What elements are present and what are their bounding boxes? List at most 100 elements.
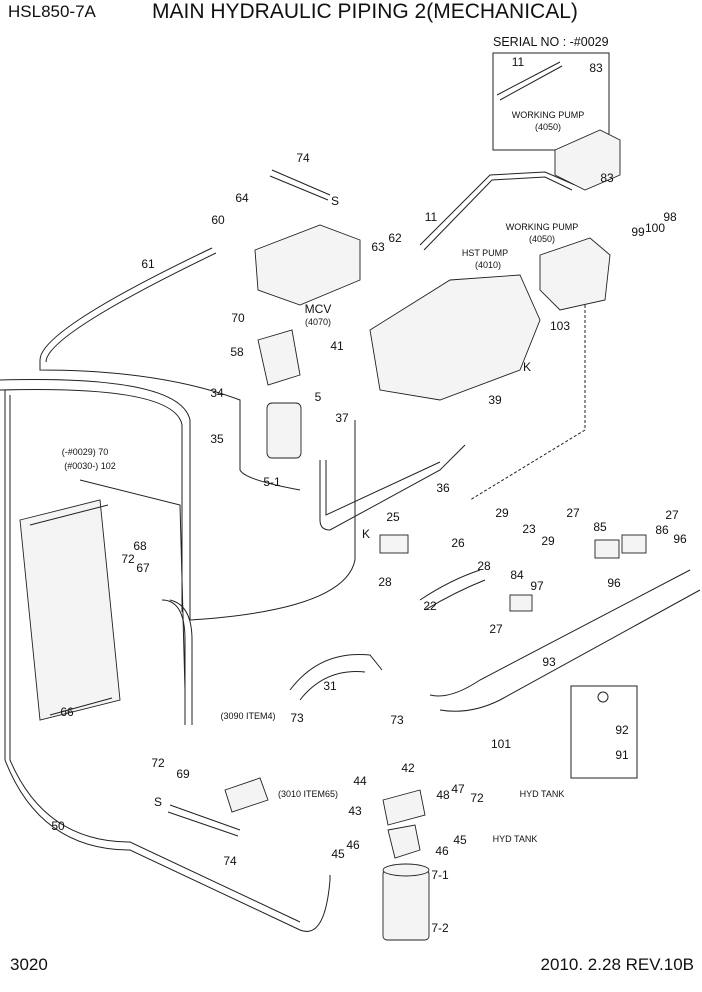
callout-label: 39 <box>488 393 502 407</box>
callout-label: 100 <box>645 221 665 235</box>
callout-label: 28 <box>477 559 491 573</box>
callout-label: 74 <box>296 151 310 165</box>
callout-label: 27 <box>665 508 679 522</box>
callout-label: S <box>331 194 339 208</box>
callout-label: 93 <box>542 655 556 669</box>
callout-label: 35 <box>210 432 224 446</box>
callout-label: MCV <box>305 302 332 316</box>
callout-label: 101 <box>491 737 511 751</box>
callout-label: 11 <box>512 55 525 69</box>
working-pump <box>539 237 611 311</box>
callout-label: 74 <box>223 854 237 868</box>
callout-label: 85 <box>593 520 607 534</box>
callout-label: 22 <box>423 599 437 613</box>
callout-label: 73 <box>290 711 304 725</box>
hose-61 <box>39 247 301 491</box>
hose-74-top <box>269 169 331 201</box>
callout-label: 96 <box>607 576 621 590</box>
callout-label: 84 <box>510 568 524 582</box>
callout-label: (4050) <box>535 122 561 132</box>
callout-label: 72 <box>470 791 484 805</box>
callout-label: 47 <box>451 782 465 796</box>
callout-label: HST PUMP <box>462 248 508 258</box>
callout-label: 45 <box>331 847 345 861</box>
callout-label: 92 <box>615 723 629 737</box>
valve-3010 <box>224 777 269 813</box>
callout-label: (3090 ITEM4) <box>220 711 275 721</box>
callout-label: 83 <box>589 61 603 75</box>
hose-74-bottom <box>167 804 241 837</box>
callout-label: 11 <box>425 210 438 224</box>
revision-date: 2010. 2.28 REV.10B <box>540 955 694 974</box>
callout-label: 97 <box>530 579 544 593</box>
detail-inset-box <box>570 685 638 779</box>
callout-label: 42 <box>401 761 415 775</box>
callout-label: 96 <box>673 532 687 546</box>
model-number: HSL850-7A <box>8 2 96 21</box>
callout-label: WORKING PUMP <box>506 222 579 232</box>
bracket-43 <box>382 789 426 826</box>
callout-label: 62 <box>388 231 402 245</box>
page-title: MAIN HYDRAULIC PIPING 2(MECHANICAL) <box>152 0 578 23</box>
serial-inset-box <box>492 52 610 151</box>
callout-label: 27 <box>566 506 580 520</box>
callout-label: 69 <box>176 767 190 781</box>
callout-label: HYD TANK <box>493 834 538 844</box>
callout-label: 64 <box>235 191 249 205</box>
filter-5 <box>266 402 302 459</box>
callout-label: K <box>362 527 370 541</box>
callout-label: HYD TANK <box>520 789 565 799</box>
callout-label: 48 <box>436 788 450 802</box>
callout-label: 61 <box>141 257 155 271</box>
callout-label: (4010) <box>475 260 501 270</box>
callout-label: 99 <box>631 225 645 239</box>
callout-label: (3010 ITEM65) <box>278 789 338 799</box>
callout-label: 72 <box>151 756 165 770</box>
oil-cooler <box>19 499 121 721</box>
callout-label: 41 <box>330 339 344 353</box>
flange-85 <box>594 539 620 559</box>
callout-label: 98 <box>663 210 677 224</box>
filter-7-2 <box>382 869 430 941</box>
callout-label: 25 <box>386 510 400 524</box>
callout-label: 68 <box>133 539 147 553</box>
serial-note: SERIAL NO : -#0029 <box>493 35 609 49</box>
callout-label: 7-2 <box>431 921 449 935</box>
hose-11-inset <box>496 61 563 101</box>
callout-label: 27 <box>489 622 503 636</box>
callout-label: 29 <box>541 534 555 548</box>
pipe-93 <box>429 569 701 712</box>
hose-67 <box>161 599 193 725</box>
callout-label: 46 <box>435 844 449 858</box>
flange-84 <box>509 594 533 612</box>
callout-label: (-#0029) 70 <box>62 447 109 457</box>
callout-label: 36 <box>436 481 450 495</box>
bracket-58 <box>257 329 301 386</box>
callout-label: 46 <box>346 838 360 852</box>
flange-86 <box>621 534 647 554</box>
callout-label: 34 <box>210 386 224 400</box>
callout-label: 37 <box>335 411 349 425</box>
hose-31 <box>289 653 383 701</box>
diagram-artwork <box>0 52 701 941</box>
callout-label: S <box>154 795 162 809</box>
callout-label: (#0030-) 102 <box>64 461 116 471</box>
callout-label: 103 <box>550 319 570 333</box>
callout-label: 7-1 <box>431 868 449 882</box>
filter-head-7-1 <box>387 824 421 859</box>
callout-label: 72 <box>121 552 135 566</box>
mcv-valve <box>254 224 361 306</box>
callout-label: 70 <box>231 311 245 325</box>
callout-label: (4070) <box>305 317 331 327</box>
callout-label: K <box>523 360 531 374</box>
callout-label: 60 <box>211 213 225 227</box>
callout-label: 86 <box>655 523 669 537</box>
callout-label: WORKING PUMP <box>512 110 585 120</box>
callout-label: 50 <box>51 819 65 833</box>
callout-label: 5 <box>315 390 322 404</box>
hose-50 <box>4 390 331 932</box>
hose-22 <box>419 569 486 611</box>
callout-label: 63 <box>371 240 385 254</box>
callout-label: 26 <box>451 536 465 550</box>
